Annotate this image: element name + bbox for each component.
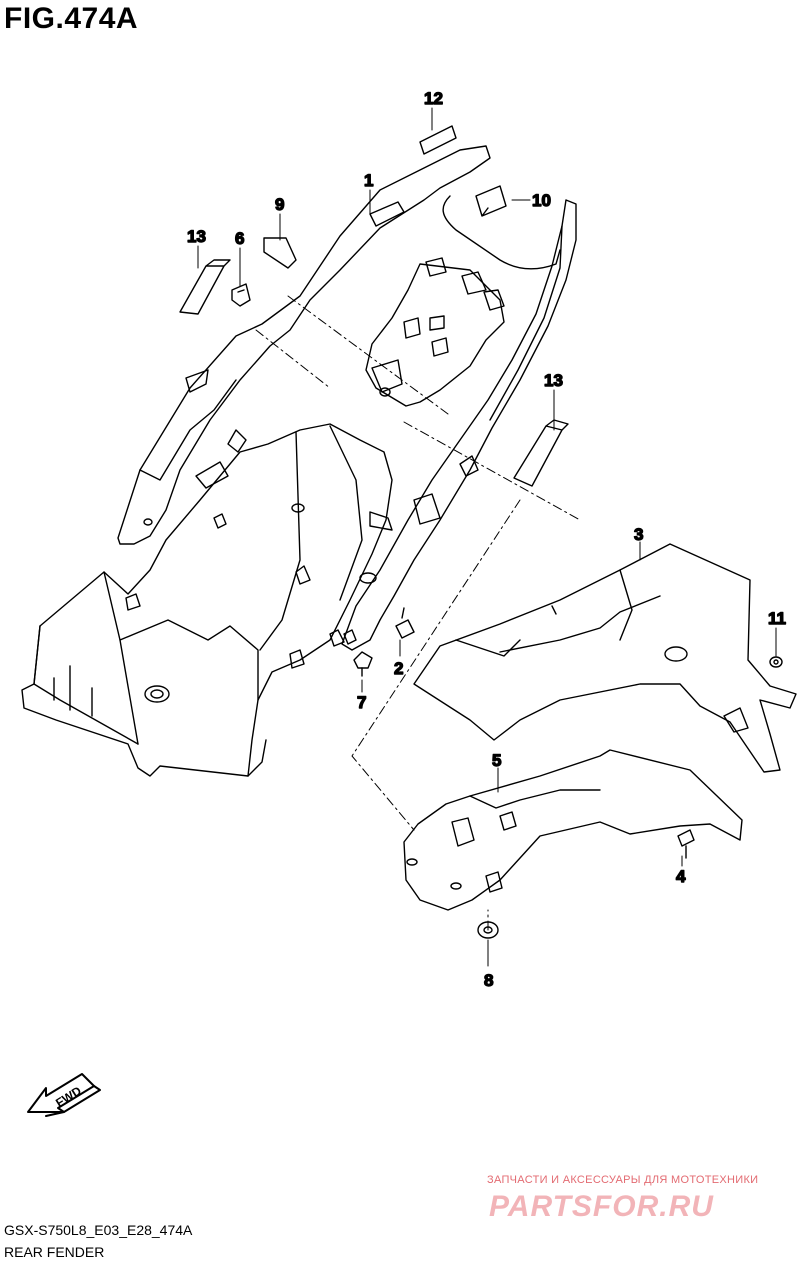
callout-11: 11 bbox=[768, 609, 786, 628]
callout-13-left: 13 bbox=[187, 227, 206, 246]
callout-7: 7 bbox=[357, 693, 366, 712]
callout-12: 12 bbox=[424, 89, 443, 108]
leader-lines bbox=[197, 107, 777, 967]
assembly-lines bbox=[255, 295, 581, 931]
part-2-bolt bbox=[395, 607, 415, 639]
part-12-pad bbox=[419, 125, 457, 155]
callout-2: 2 bbox=[394, 659, 403, 678]
part-9-pad bbox=[263, 237, 297, 269]
part-10-pad bbox=[475, 185, 507, 217]
model-code: GSX-S750L8_E03_E28_474A bbox=[4, 1222, 193, 1238]
part-1-rear-fender-inner bbox=[21, 423, 393, 777]
watermark-caption: ЗАПЧАСТИ И АКСЕССУАРЫ ДЛЯ МОТОТЕХНИКИ bbox=[487, 1174, 759, 1186]
part-1-upper-arm bbox=[117, 145, 491, 545]
section-name: REAR FENDER bbox=[4, 1244, 105, 1260]
callout-13-right: 13 bbox=[544, 371, 563, 390]
part-1-side-rail bbox=[341, 199, 577, 651]
part-13-pad-left bbox=[179, 259, 231, 315]
callout-5: 5 bbox=[492, 751, 501, 770]
part-3-tail-cover bbox=[413, 543, 797, 773]
callout-4: 4 bbox=[676, 867, 686, 886]
part-1-bracket bbox=[365, 257, 505, 407]
part-7-rivet bbox=[353, 651, 373, 677]
callout-8: 8 bbox=[484, 971, 493, 990]
callout-9: 9 bbox=[275, 195, 284, 214]
part-5-license-bracket bbox=[403, 749, 743, 911]
fwd-label: FWD bbox=[53, 1083, 84, 1110]
part-4-screw bbox=[677, 829, 695, 859]
callout-3: 3 bbox=[634, 525, 643, 544]
fwd-arrow-icon: FWD bbox=[27, 1073, 101, 1117]
callout-6: 6 bbox=[235, 229, 244, 248]
part-13-pad-right bbox=[513, 419, 569, 487]
part-11-washer bbox=[769, 656, 783, 668]
callout-1: 1 bbox=[364, 171, 373, 190]
callout-10: 10 bbox=[532, 191, 551, 210]
part-6-clip bbox=[231, 283, 251, 307]
part-10-strap bbox=[442, 195, 561, 270]
figure-title: FIG.474A bbox=[4, 2, 139, 35]
watermark-logo: PARTSFOR.RU bbox=[489, 1190, 714, 1223]
